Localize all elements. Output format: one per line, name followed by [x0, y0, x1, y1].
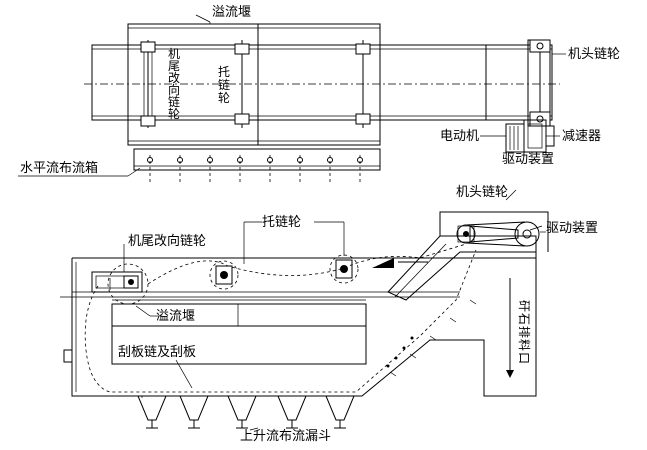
scraper-ticks — [386, 299, 477, 377]
svg-text:机: 机 — [168, 47, 180, 61]
horizontal-flow-box-label: 水平流布流箱 — [20, 160, 98, 176]
top-tail-sprocket-label: 机 尾 改 向 链 轮 — [168, 47, 180, 121]
svg-text:料: 料 — [517, 339, 531, 351]
funnels — [137, 395, 355, 429]
svg-text:链: 链 — [168, 94, 180, 109]
svg-text:链: 链 — [218, 77, 230, 92]
svg-text:托: 托 — [218, 65, 230, 79]
side-head-sprocket-label: 机头链轮 — [456, 185, 508, 200]
top-view: 溢流堰 机 尾 改 向 链 轮 托 链 轮 机头链轮 电动机 减速器 驱动装置 … — [18, 5, 620, 183]
svg-text:尾: 尾 — [168, 59, 180, 73]
svg-text:口: 口 — [517, 352, 531, 364]
svg-text:改: 改 — [168, 71, 180, 85]
side-overflow-weir-label: 溢流堰 — [156, 309, 195, 324]
top-head-sprocket-label: 机头链轮 — [568, 47, 620, 62]
motor-label: 电动机 — [440, 129, 479, 144]
funnel-label: 上升流布流漏斗 — [240, 428, 331, 444]
side-drive-unit-label: 驱动装置 — [546, 221, 598, 236]
top-idler-sprocket-label: 托 链 轮 — [218, 65, 230, 105]
svg-text:轮: 轮 — [218, 91, 230, 105]
svg-text:向: 向 — [168, 82, 180, 97]
svg-text:排: 排 — [517, 326, 531, 338]
side-tail-sprocket-label: 机尾改向链轮 — [128, 233, 206, 249]
side-view: 机头链轮 驱动装置 托链轮 机尾改向链轮 溢流堰 刮板链及刮板 矸 石 排 料 … — [60, 185, 598, 444]
svg-text:轮: 轮 — [168, 107, 180, 121]
svg-text:矸: 矸 — [517, 300, 531, 312]
side-idler-sprocket-label: 托链轮 — [262, 215, 301, 230]
top-overflow-weir-label: 溢流堰 — [212, 5, 251, 20]
gangue-outlet-label: 矸 石 排 料 口 — [517, 300, 531, 364]
reducer-label: 减速器 — [562, 129, 601, 144]
scraper-chain-label: 刮板链及刮板 — [118, 345, 196, 360]
top-drive-unit-label: 驱动装置 — [502, 152, 554, 167]
flow-box-nozzles — [147, 155, 363, 183]
svg-text:石: 石 — [517, 313, 531, 325]
